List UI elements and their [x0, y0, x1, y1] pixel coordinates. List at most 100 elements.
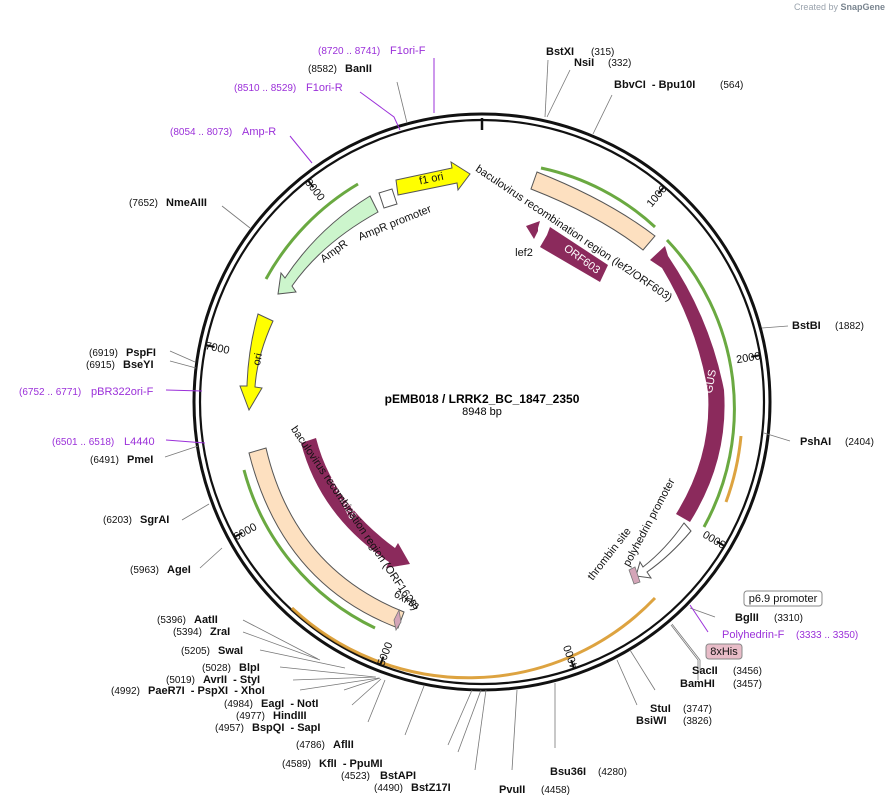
ori-label: ori: [251, 352, 265, 366]
primer-polyhedrin-f: Polyhedrin-F (3333 .. 3350): [722, 629, 858, 641]
tick-label-6000: 6000: [232, 521, 259, 543]
primer-name: Polyhedrin-F: [722, 629, 785, 641]
enzyme-name: BstBI: [792, 320, 821, 332]
enzyme-name: BseYI: [123, 359, 154, 371]
enzyme-pos: (5396): [157, 615, 186, 626]
features: [239, 160, 725, 632]
enzyme-pos: (4786): [296, 740, 325, 751]
his8-box: [705, 643, 743, 660]
enzyme-bbvci-bpu10i: BbvCI - Bpu10I(564): [614, 79, 743, 91]
tick-mark-7000: [205, 344, 215, 348]
enzyme-name: NmeAIII: [166, 197, 207, 209]
bv-region-bottom: [248, 447, 405, 629]
enzyme-pos: (4490): [374, 783, 403, 794]
enzyme-pos: (3747): [683, 704, 712, 715]
primer-l4440: (6501 .. 6518) L4440: [52, 436, 155, 448]
enzyme-pos: (6203): [103, 515, 132, 526]
p69-promoter-box: [743, 590, 823, 607]
tick-mark-8000: [307, 179, 315, 188]
enzyme-pos: (4992): [111, 686, 140, 697]
polyhedrin-promoter-label: polyhedrin promoter: [621, 476, 678, 568]
backbone-outer: [192, 112, 772, 692]
enzyme-bstbi: BstBI (1882): [792, 320, 864, 332]
primer-name: F1ori-R: [306, 82, 343, 94]
enzyme-pos: (4280): [598, 767, 627, 778]
enzyme-pos: (4458): [541, 785, 570, 796]
created-by-text: Created by: [793, 2, 838, 12]
primer-amp-r: (8054 .. 8073)Amp-R: [170, 126, 276, 138]
enzyme-name: AatII: [194, 614, 218, 626]
primer-range: (8054 .. 8073): [170, 127, 232, 138]
primer-range: (8510 .. 8529): [234, 83, 296, 94]
plasmid-length: 8948 bp: [462, 406, 502, 418]
orf-arc-bottom: [290, 596, 657, 680]
enzyme-name: AgeI: [167, 564, 191, 576]
orf603-arrow: [540, 227, 608, 282]
enzyme-pos: (3826): [683, 716, 712, 727]
thrombin-site-mark: [628, 566, 641, 585]
enzyme-pos: (4957): [215, 723, 244, 734]
bv-region-top: [530, 171, 656, 251]
primer-name: pBR322ori-F: [91, 386, 154, 398]
enzyme-pos: (6915): [86, 360, 115, 371]
enzyme-pos: (8582): [308, 64, 337, 75]
primer-leaders: [165, 58, 709, 633]
enzyme-pos: (3310): [774, 613, 803, 624]
enzyme-pos: (5394): [173, 627, 202, 638]
enzyme-hindiii: (4977)HindIII: [236, 710, 307, 722]
enzyme-name: SacII: [692, 665, 718, 677]
enzyme-name: BanII: [345, 63, 372, 75]
tick-label-8000: 8000: [302, 177, 327, 204]
enzyme-name: BstXI: [546, 46, 574, 58]
p69-promoter-label: p6.9 promoter: [749, 593, 818, 605]
enzyme-paer7i-pspxi-xhoi: (4992) PaeR7I - PspXI - XhoI: [111, 685, 265, 697]
primer-labels: (8720 .. 8741)F1ori-F (8510 .. 8529)F1or…: [19, 45, 858, 641]
his8-label: 8xHis: [710, 646, 738, 658]
enzyme-eagi-noti: (4984)EagI - NotI: [224, 698, 318, 710]
orf-arc-left-top: [264, 182, 359, 280]
his6-mark: [393, 608, 402, 632]
orf-arc-pshai: [724, 435, 743, 503]
enzyme-stui: StuI(3747): [650, 703, 712, 715]
enzyme-bamhi: BamHI(3457): [680, 678, 762, 690]
primer-name: F1ori-F: [390, 45, 426, 57]
enzyme-bstapi: (4523)BstAPI: [341, 770, 416, 782]
enzyme-pos: (315): [591, 47, 614, 58]
tick-label-5000: 5000: [375, 641, 395, 668]
enzyme-name: Bsu36I: [550, 766, 586, 778]
primer-range: (3333 .. 3350): [796, 630, 858, 641]
tick-mark-6000: [233, 531, 243, 538]
orf-arc-left-bottom: [242, 469, 376, 630]
enzyme-kfli-ppumi: (4589)KflI - PpuMI: [282, 758, 383, 770]
enzyme-banii: (8582) BanII: [308, 63, 372, 75]
enzyme-pos: (5963): [130, 565, 159, 576]
lef2-arrow: [526, 221, 540, 239]
enzyme-name: BstAPI: [380, 770, 416, 782]
f1-ori-arrow: [395, 160, 471, 196]
enzyme-bstxi: BstXI (315): [546, 46, 614, 58]
tick-mark-1000: [657, 186, 665, 195]
enzyme-pos: (7652): [129, 198, 158, 209]
enzyme-bglii: BglII(3310): [735, 612, 803, 624]
primer-name: L4440: [124, 436, 155, 448]
enzyme-aatii: (5396) AatII: [157, 614, 218, 626]
enzyme-pos: (1882): [835, 321, 864, 332]
tick-label-3000: 3000: [701, 528, 728, 551]
primer-range: (6501 .. 6518): [52, 437, 114, 448]
enzyme-pos: (3457): [733, 679, 762, 690]
tick-mark-4000: [570, 659, 576, 669]
enzyme-labels: BstXI(315) NsiI(332) BbvCI - Bpu10I(564)…: [86, 46, 874, 796]
enzyme-pos: (332): [608, 58, 631, 69]
bv-region-2-label: baculovirus recombination region (ORF162…: [288, 424, 421, 613]
enzyme-name: AvrII - StyI: [203, 674, 260, 686]
enzyme-sacii: SacII(3456): [692, 665, 762, 677]
snapgene-branding: Created by SnapGene: [794, 2, 885, 12]
tick-label-2000: 2000: [735, 350, 761, 366]
enzyme-bspqi-sapi: (4957)BspQI - SapI: [215, 722, 320, 734]
enzyme-name: PaeR7I - PspXI - XhoI: [148, 685, 265, 697]
tick-mark-3000: [716, 540, 725, 547]
snapgene-logo: SnapGene: [840, 2, 885, 12]
primer-pbr322ori-f: (6752 .. 6771)pBR322ori-F: [19, 386, 154, 398]
gus-arrow: [650, 246, 725, 522]
enzyme-pos: (5205): [181, 646, 210, 657]
